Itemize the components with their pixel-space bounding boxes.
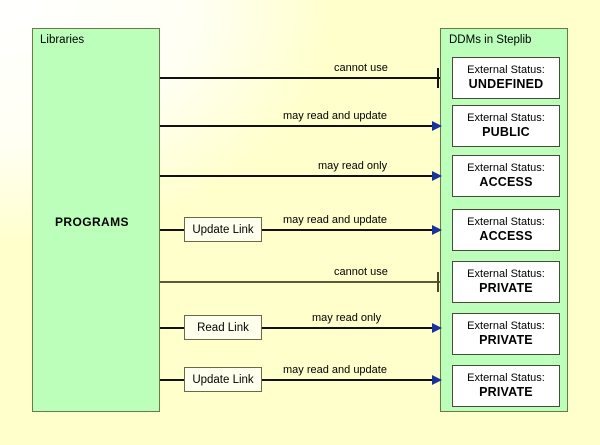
update-link-box-row-4[interactable]: Update Link <box>184 217 262 242</box>
connector-line-row-5 <box>160 281 440 283</box>
ddm-status-box-row-4: External Status: ACCESS <box>452 209 560 251</box>
connector-arrow-row-4 <box>432 224 442 235</box>
connector-arrow-row-6 <box>432 322 442 333</box>
update-link-box-row-7[interactable]: Update Link <box>184 367 262 392</box>
ddm-status-box-row-7: External Status: PRIVATE <box>452 365 560 407</box>
edge-label-row-1: cannot use <box>334 62 388 74</box>
connector-line-row-6-left <box>160 327 184 329</box>
ddms-steplib-panel-title: DDMs in Steplib <box>449 34 532 46</box>
connector-stop-bar-row-5 <box>437 272 439 292</box>
edge-label-row-6: may read only <box>312 312 382 324</box>
connector-line-row-7-right <box>262 379 434 381</box>
connector-line-row-3 <box>160 175 434 177</box>
connector-arrow-row-2 <box>432 120 442 131</box>
connector-arrow-row-7 <box>432 374 442 385</box>
ddm-status-prefix-row-5: External Status: <box>467 268 545 281</box>
ddm-status-box-row-3: External Status: ACCESS <box>452 155 560 197</box>
ddm-status-box-row-6: External Status: PRIVATE <box>452 313 560 355</box>
ddm-status-value-row-6: PRIVATE <box>479 333 533 348</box>
edge-label-row-4: may read and update <box>283 214 387 226</box>
ddm-status-value-row-5: PRIVATE <box>479 281 533 296</box>
ddm-status-value-row-7: PRIVATE <box>479 385 533 400</box>
ddm-status-box-row-2: External Status: PUBLIC <box>452 105 560 147</box>
edge-label-row-5: cannot use <box>334 266 388 278</box>
read-link-box-row-6[interactable]: Read Link <box>184 315 262 340</box>
ddm-status-prefix-row-2: External Status: <box>467 112 545 125</box>
ddm-status-prefix-row-3: External Status: <box>467 162 545 175</box>
ddm-status-prefix-row-6: External Status: <box>467 320 545 333</box>
ddm-status-prefix-row-4: External Status: <box>467 216 545 229</box>
ddm-status-prefix-row-1: External Status: <box>467 64 545 77</box>
edge-label-row-7: may read and update <box>283 364 387 376</box>
ddm-status-value-row-4: ACCESS <box>479 229 533 244</box>
libraries-panel-title: Libraries <box>40 34 85 46</box>
connector-line-row-4-left <box>160 229 184 231</box>
ddm-status-value-row-2: PUBLIC <box>482 125 530 140</box>
connector-line-row-2 <box>160 125 434 127</box>
edge-label-row-3: may read only <box>318 160 388 172</box>
connector-stop-bar-row-1 <box>437 68 439 88</box>
libraries-panel <box>32 28 160 412</box>
edge-label-row-2: may read and update <box>283 110 387 122</box>
programs-label: PROGRAMS <box>55 215 129 229</box>
connector-line-row-7-left <box>160 379 184 381</box>
connector-line-row-4-right <box>262 229 434 231</box>
ddm-status-prefix-row-7: External Status: <box>467 372 545 385</box>
ddm-status-value-row-3: ACCESS <box>479 175 533 190</box>
connector-line-row-1 <box>160 77 440 79</box>
connector-line-row-6-right <box>262 327 434 329</box>
ddm-status-box-row-5: External Status: PRIVATE <box>452 261 560 303</box>
ddm-status-box-row-1: External Status: UNDEFINED <box>452 57 560 99</box>
connector-arrow-row-3 <box>432 170 442 181</box>
ddm-status-value-row-1: UNDEFINED <box>468 77 544 92</box>
